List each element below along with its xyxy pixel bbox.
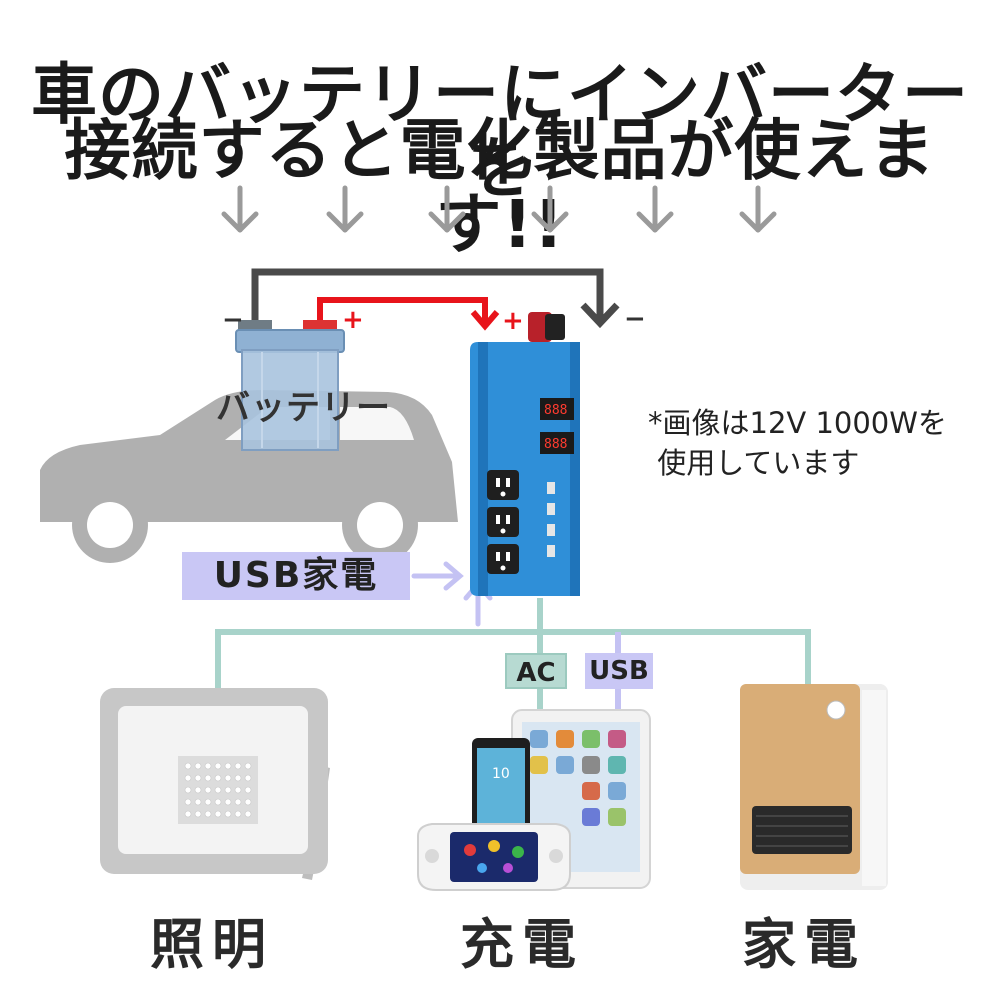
down-arrow-icon [221,185,259,233]
smartphone-image: 10 [472,738,530,840]
positive-arrow-icon [470,310,500,331]
inverter-minus-marker: − [624,304,646,334]
positive-wire [317,297,488,330]
inverter-plus-marker: + [502,306,524,336]
svg-text:888: 888 [544,437,567,452]
headline-line-1: 車のバッテリーにインバーターを [31,56,969,207]
inverter-image: 888 888 [470,312,580,596]
down-arrow-icon [636,185,674,233]
negative-arrow-icon [580,302,620,329]
note-line-2: 使用しています [648,446,860,480]
battery-plus-marker: + [342,305,364,335]
negative-wire [251,268,604,325]
ac-tag: AC [505,653,567,689]
svg-text:10: 10 [492,766,510,782]
down-arrow-icon [326,185,364,233]
note-line-1: *画像は12V 1000Wを [648,406,947,440]
battery-label: バッテリー [216,388,391,428]
down-arrow-icon [428,185,466,233]
heater-image [740,684,888,890]
caption-charging: 充電 [460,913,584,976]
usb-tag: USB [585,653,653,689]
car-silhouette [40,390,458,563]
caption-appliance: 家電 [742,913,866,976]
battery-minus-marker: − [222,305,244,335]
handheld-console-image [417,823,571,891]
down-arrow-row [221,185,777,233]
headline-line-2: 接続すると電化製品が使えます!! [64,112,936,263]
down-arrow-icon [739,185,777,233]
down-arrow-icon [531,185,569,233]
battery-image [235,320,345,451]
floodlight-image [100,688,330,880]
caption-lighting: 照明 [150,913,274,976]
usb-appliance-tag: USB家電 [182,552,410,600]
svg-text:888: 888 [544,403,567,418]
